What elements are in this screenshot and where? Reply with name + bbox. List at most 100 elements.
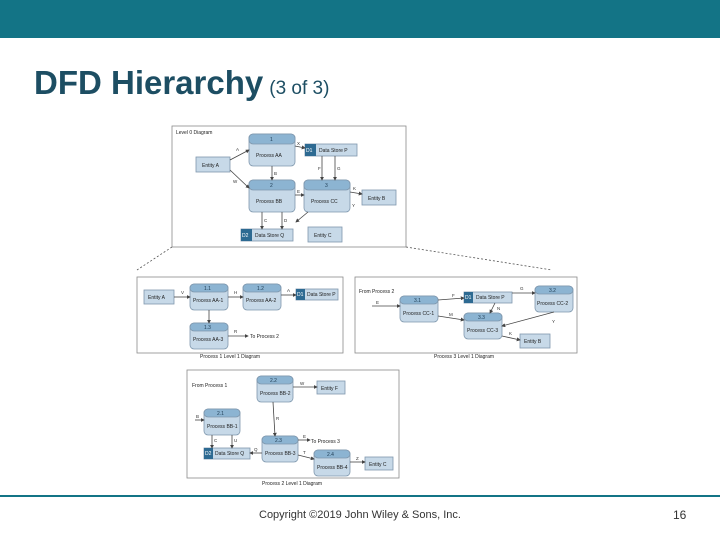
process1-to-label: To Process 2 <box>250 334 279 340</box>
zoom-line-right <box>405 246 553 271</box>
process1-flow-h-label: H <box>234 290 237 295</box>
process3-flow-k <box>501 335 521 342</box>
process2-entity-c-label: Entity C <box>369 462 387 468</box>
process3-flow-n <box>489 302 496 314</box>
copyright-text: Copyright ©2019 John Wiley & Sons, Inc. <box>259 509 461 521</box>
process3-p3-name: Process CC-3 <box>467 328 498 334</box>
process1-diagram: Entity A 1.1 Process AA-1 1.2 Process AA… <box>136 276 344 354</box>
process2-flow-e-label: E <box>303 434 306 439</box>
level0-store-d2-name: Data Store Q <box>255 233 284 239</box>
process1-flow-v-label: V <box>181 290 184 295</box>
level0-flow-w <box>229 169 250 189</box>
process2-to-label: To Process 3 <box>311 439 340 445</box>
process3-from-label: From Process 2 <box>359 289 395 295</box>
level0-entity-c <box>307 226 343 243</box>
title-subtitle: (3 of 3) <box>269 78 330 99</box>
level0-flow-c-label: C <box>264 218 268 223</box>
process3-p1-name: Process CC-1 <box>403 311 434 317</box>
level0-caption: Level 0 Diagram <box>176 130 212 136</box>
process1-store-d1-id: D1 <box>297 292 304 298</box>
process2-flow-t <box>297 454 315 461</box>
process2-flow-t-label: T <box>303 450 306 455</box>
dfd-figure: Level 0 Diagram 1 Process AA 2 Process B… <box>136 125 578 487</box>
process3-flow-n-label: N <box>497 306 500 311</box>
level0-process-1-name: Process AA <box>256 153 283 159</box>
slide-title: DFD Hierarchy(3 of 3) <box>34 64 329 102</box>
process3-p2-name: Process CC-2 <box>537 301 568 307</box>
level0-process-3-num: 3 <box>325 183 328 189</box>
level0-flow-b-label: B <box>274 171 277 176</box>
process3-flow-m <box>437 315 465 322</box>
process1-caption: Process 1 Level 1 Diagram <box>200 354 260 360</box>
process3-flow-g-label: G <box>520 286 524 291</box>
process2-flow-u-label: U <box>234 438 237 443</box>
process2-flow-w-label: W <box>300 381 305 386</box>
level0-store-d1-name: Data Store P <box>319 148 348 154</box>
process2-p1-name: Process BB-1 <box>207 424 238 430</box>
process1-p1-num: 1.1 <box>204 286 211 292</box>
process1-p2-name: Process AA-2 <box>246 298 277 304</box>
level0-flow-g-label: G <box>337 166 341 171</box>
process1-p1-name: Process AA-1 <box>193 298 224 304</box>
process2-p2-num: 2.2 <box>270 378 277 384</box>
footer-line <box>0 495 720 497</box>
process3-store-d1-name: Data Store P <box>476 295 505 301</box>
process1-flow-r-label: R <box>234 329 238 334</box>
process2-flow-r <box>272 401 277 437</box>
process2-p3-num: 2.3 <box>275 438 282 444</box>
level0-store-d1-id: D1 <box>306 148 313 154</box>
level0-process-1-num: 1 <box>270 137 273 143</box>
process3-p2-num: 3.2 <box>549 288 556 294</box>
level0-flow-a-label: A <box>236 147 239 152</box>
process3-flow-m-label: M <box>449 312 453 317</box>
level0-flow-e-label: E <box>297 189 300 194</box>
level0-entity-a-label: Entity A <box>202 163 220 169</box>
level0-flow-f-label: F <box>318 166 321 171</box>
process1-entity-a-label: Entity A <box>148 295 166 301</box>
level0-process-2: 2 Process BB <box>248 179 296 213</box>
level0-entity-a <box>195 156 231 173</box>
process2-store-d2-id: D2 <box>205 451 212 457</box>
process2-p3-name: Process BB-3 <box>265 451 296 457</box>
process1-frame <box>136 276 344 354</box>
process3-flow-f <box>437 296 465 301</box>
process2-from-label: From Process 1 <box>192 383 228 389</box>
level0-flow-w-label: W <box>233 179 238 184</box>
level0-flow-y-label: Y <box>352 203 355 208</box>
process2-entity-f-label: Entity F <box>321 386 338 392</box>
process1-p3-name: Process AA-3 <box>193 337 224 343</box>
process2-p1-num: 2.1 <box>217 411 224 417</box>
process2-store-d2-name: Data Store Q <box>215 451 244 457</box>
level0-flow-x <box>294 145 306 150</box>
level0-flow-x-label: X <box>297 141 300 146</box>
level0-flow-a <box>229 149 250 161</box>
process1-p3-num: 1.3 <box>204 325 211 331</box>
process3-p3-num: 3.3 <box>478 315 485 321</box>
process3-p1-num: 3.1 <box>414 298 421 304</box>
level0-flow-d-label: D <box>284 218 288 223</box>
process2-p4-num: 2.4 <box>327 452 334 458</box>
process2-flow-r-label: R <box>276 416 280 421</box>
level0-entity-b-label: Entity B <box>368 196 386 202</box>
level0-entity-c-label: Entity C <box>314 233 332 239</box>
process3-store-d1-id: D1 <box>465 295 472 301</box>
process1-flow-a-label: A <box>287 288 290 293</box>
process2-flow-c-label: C <box>214 438 218 443</box>
process2-caption: Process 2 Level 1 Diagram <box>262 481 322 487</box>
process2-flow-z-label: Z <box>356 456 359 461</box>
top-bar <box>0 0 720 38</box>
process3-diagram: From Process 2 3.1 Process CC-1 D1 Data … <box>354 276 578 354</box>
page-number: 16 <box>673 508 687 522</box>
process2-p2-name: Process BB-2 <box>260 391 291 397</box>
process3-caption: Process 3 Level 1 Diagram <box>434 354 494 360</box>
level0-flow-k <box>349 191 363 196</box>
process1-p2-num: 1.2 <box>257 286 264 292</box>
level0-process-3: 3 Process CC <box>303 179 351 213</box>
process3-flow-f-label: F <box>452 293 455 298</box>
level0-process-3-name: Process CC <box>311 199 338 205</box>
level0-flow-k-label: K <box>353 186 356 191</box>
process3-flow-e-label: E <box>376 300 379 305</box>
process2-p4-name: Process BB-4 <box>317 465 348 471</box>
level0-flow-y <box>295 211 309 223</box>
process3-flow-y-label: Y <box>552 319 555 324</box>
